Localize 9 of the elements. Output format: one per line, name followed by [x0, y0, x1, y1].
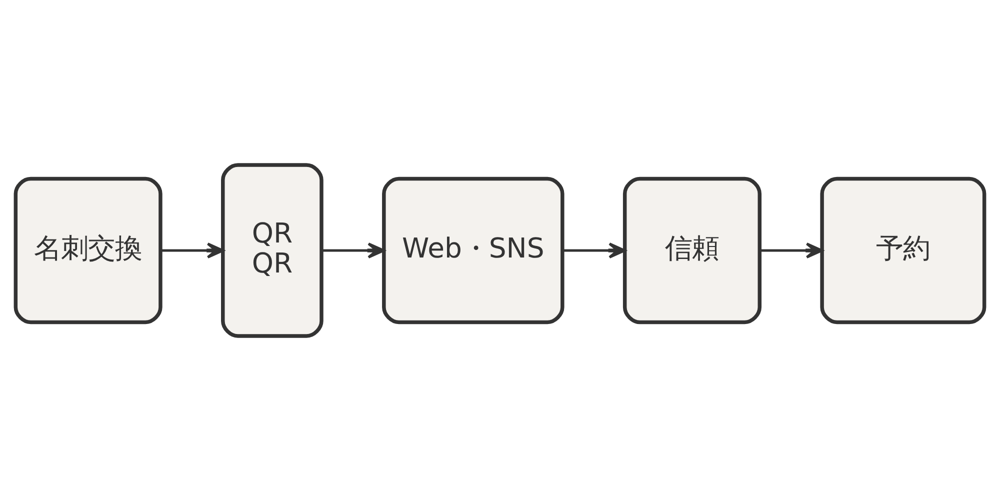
node-box: 信頼: [622, 176, 762, 324]
node-box: QR QR: [221, 162, 324, 338]
node-box: Web・SNS: [382, 176, 564, 324]
arrow: [760, 242, 824, 258]
arrow: [562, 242, 626, 258]
node-box: 名刺交換: [14, 176, 162, 324]
arrow: [160, 242, 224, 258]
node-box: 予約: [820, 176, 986, 324]
arrow: [322, 242, 385, 258]
